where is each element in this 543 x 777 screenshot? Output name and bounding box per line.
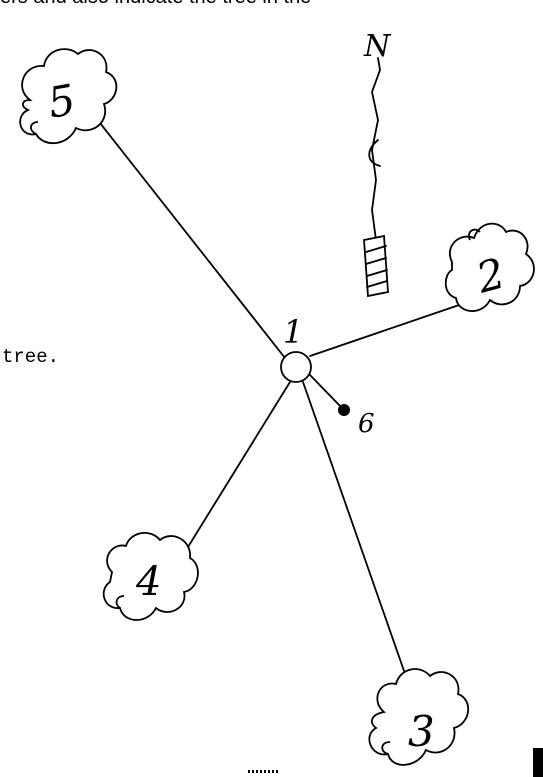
node-5-cloud	[19, 48, 118, 144]
north-arrow-icon	[363, 57, 389, 298]
node-2-cloud	[444, 222, 535, 312]
node-4-label: 4	[135, 559, 161, 605]
edge-1-2	[309, 302, 466, 357]
edge-1-4	[174, 381, 291, 569]
node-1-label: 1	[283, 313, 303, 351]
page-edge-mark	[533, 748, 543, 777]
compass-label: N	[363, 29, 392, 64]
node-1-circle	[280, 351, 312, 383]
node-6-label: 6	[358, 409, 375, 439]
side-text: tree.	[2, 346, 60, 368]
node-4-cloud	[102, 532, 199, 621]
node-6-dot	[338, 404, 350, 416]
clipped-header-text: ers and also indicate the tree in the	[0, 0, 543, 8]
scan-smudge	[248, 770, 280, 773]
edge-1-5	[99, 122, 286, 359]
node-3-cloud	[368, 668, 469, 766]
node-3-label: 3	[408, 707, 435, 756]
edge-1-3	[302, 381, 411, 689]
edge-1-6	[309, 374, 343, 409]
